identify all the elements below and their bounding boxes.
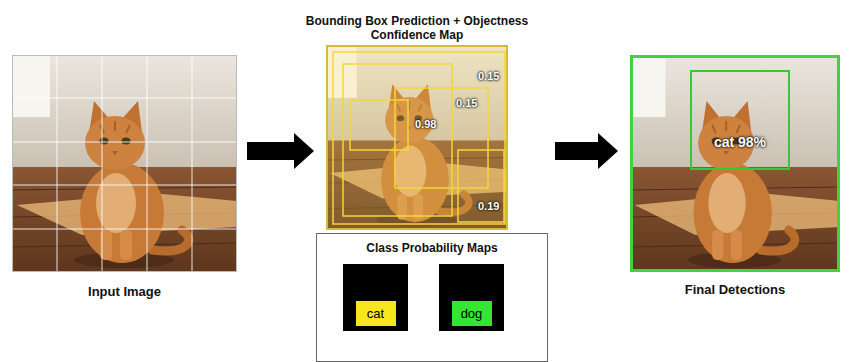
grid-lines [12,55,237,272]
predicted-boxes [333,52,505,224]
final-detections-panel: Final Detectionscat 98% [630,55,840,272]
class-map-square: dog [439,264,504,331]
confidence-tint [326,45,508,230]
node-text: Bounding Box Prediction + Objectness Con… [297,14,537,42]
confidence-score: 0.19 [478,200,499,212]
class-map-square: cat [343,264,408,331]
block-arrow [555,133,618,169]
input-image-panel: Input Image [12,55,237,272]
block-arrow [247,133,314,169]
node-text: Class Probability Maps [317,241,547,255]
cat-photo [326,45,508,230]
node-text: Final Detections [685,282,785,297]
node-text: cat [356,301,396,326]
node-text: dog [452,301,492,326]
confidence-score: 0.15 [456,97,477,109]
cat-photo [630,55,840,272]
node-text: cat 98% [714,134,766,150]
cat-photo [12,55,237,272]
detection-box: cat 98% [690,70,790,170]
node-text: Input Image [88,284,161,299]
confidence-score: 0.98 [415,118,436,130]
confidence-score: 0.15 [478,70,499,82]
class-map-box: Class Probability Maps cat dog [316,233,548,362]
